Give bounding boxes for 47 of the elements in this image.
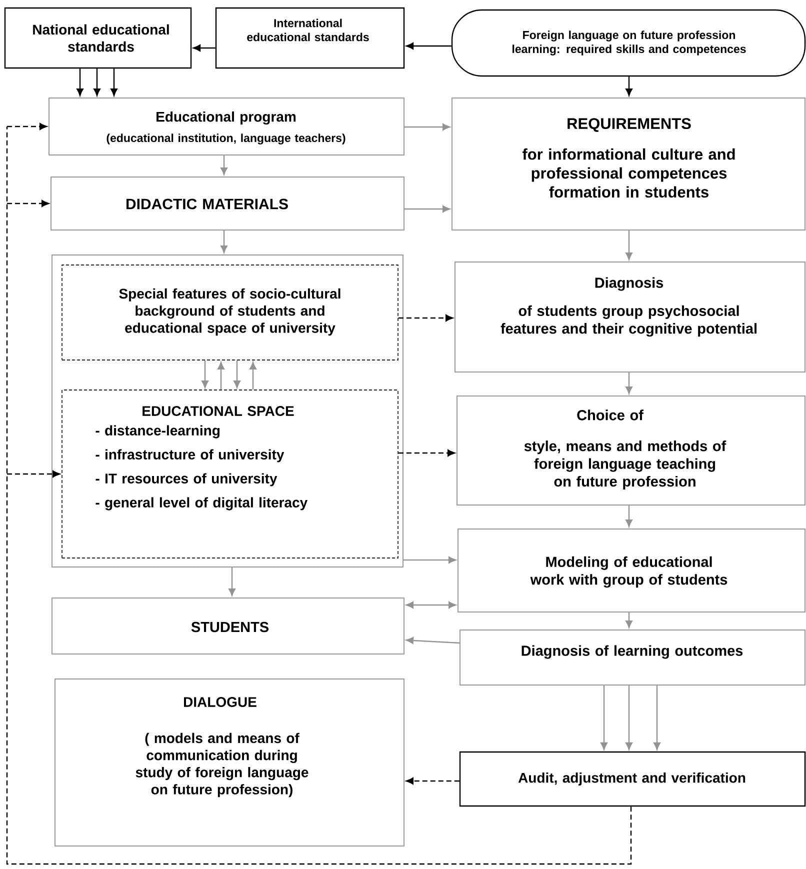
arrow <box>404 206 450 212</box>
arrow <box>218 362 224 390</box>
process-box: National educational standards <box>4 7 192 69</box>
dashed-line <box>6 126 632 865</box>
double-arrow <box>406 602 456 608</box>
arrow <box>626 612 632 628</box>
process-box: STUDENTS <box>52 598 404 654</box>
process-box: Audit, adjustment and verification <box>459 751 806 807</box>
process-box: Modeling of educational work with group of students <box>458 528 806 612</box>
arrow <box>250 362 256 390</box>
dashed-box: Special features of socio-cultural background of students and educational space of university <box>62 264 398 360</box>
dashed-arrow <box>398 314 453 322</box>
arrow <box>202 360 208 388</box>
process-box: Choice of style, means and methods of foreign language teaching on future profession <box>456 396 806 506</box>
dashed-arrow <box>406 778 460 784</box>
dashed-arrow <box>7 123 47 130</box>
arrow <box>110 68 118 96</box>
arrow <box>94 68 100 96</box>
process-box: Educational program (educational institution, language teachers) <box>48 98 404 156</box>
dashed-box: EDUCATIONAL SPACE - distance-learning - infrastructure of university - IT resources of university - general level of digital literacy <box>62 390 398 558</box>
arrow <box>626 372 632 394</box>
dashed-arrow <box>7 470 60 478</box>
arrow <box>626 230 632 260</box>
arrow <box>600 686 608 750</box>
arrow <box>220 156 228 175</box>
arrow <box>228 568 236 596</box>
arrow <box>626 76 632 96</box>
rounded-box: Foreign language on future profession learning: required skills and competences <box>451 9 806 77</box>
arrow <box>626 506 632 527</box>
arrow <box>76 68 84 96</box>
process-box: Diagnosis of students group psychosocial features and their cognitive potential <box>454 262 806 372</box>
arrow <box>406 42 452 50</box>
process-box: DIDACTIC MATERIALS <box>50 176 404 230</box>
arrow <box>193 44 216 52</box>
dashed-arrow <box>7 200 49 207</box>
arrow <box>404 124 450 130</box>
process-box: DIALOGUE ( models and means of communication during study of foreign language on future profession) <box>54 678 404 846</box>
arrow <box>220 230 228 253</box>
arrow <box>654 686 660 750</box>
arrow <box>406 637 460 644</box>
dashed-arrow <box>398 450 455 456</box>
arrow <box>234 360 240 388</box>
arrow <box>404 556 456 564</box>
process-box: REQUIREMENTS for informational culture and professional competences formation in students <box>452 98 806 230</box>
process-box: Diagnosis of learning outcomes <box>460 630 806 686</box>
arrow <box>626 686 632 750</box>
process-box: International educational standards <box>215 7 405 69</box>
